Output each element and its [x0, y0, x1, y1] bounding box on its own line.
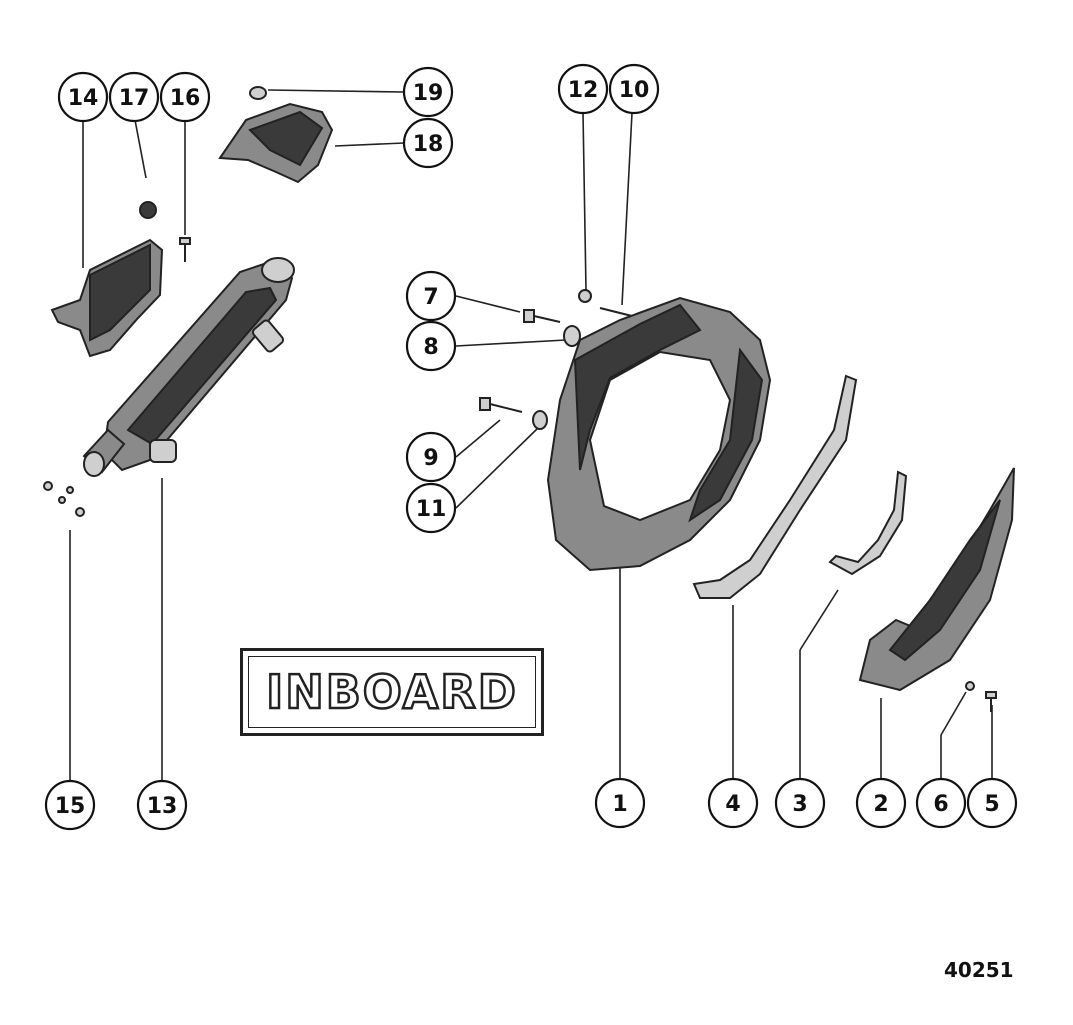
part-14-bracket — [50, 238, 164, 358]
callout-16: 16 — [159, 71, 211, 123]
part-16-screw — [179, 237, 191, 262]
svg-text:2: 2 — [873, 792, 888, 817]
inboard-label: INBOARD — [265, 664, 518, 721]
callout-1: 1 — [594, 777, 646, 829]
svg-text:18: 18 — [413, 132, 444, 157]
part-8-washer — [563, 325, 581, 347]
callout-19: 19 — [402, 66, 454, 118]
callout-8: 8 — [405, 320, 457, 372]
svg-text:5: 5 — [984, 792, 999, 817]
callout-6: 6 — [915, 777, 967, 829]
callout-7: 7 — [405, 270, 457, 322]
svg-text:16: 16 — [170, 86, 201, 111]
svg-text:7: 7 — [423, 285, 438, 310]
part-13-cylinder — [82, 257, 295, 477]
part-19-nut — [249, 86, 267, 100]
callout-14: 14 — [57, 71, 109, 123]
callout-5: 5 — [966, 777, 1018, 829]
svg-text:12: 12 — [568, 78, 599, 103]
svg-text:19: 19 — [413, 81, 444, 106]
svg-text:15: 15 — [55, 794, 86, 819]
part-10-bolt — [599, 307, 633, 317]
callout-4: 4 — [707, 777, 759, 829]
part-5-screw — [985, 691, 997, 712]
callout-3: 3 — [774, 777, 826, 829]
figure-id: 40251 — [944, 958, 1014, 982]
part-12-nut — [578, 289, 592, 303]
svg-text:9: 9 — [423, 446, 438, 471]
callout-18: 18 — [402, 117, 454, 169]
part-9-bolt — [479, 397, 523, 413]
svg-text:8: 8 — [423, 335, 438, 360]
part-17-nut — [139, 201, 157, 219]
callout-17: 17 — [108, 71, 160, 123]
callout-9: 9 — [405, 431, 457, 483]
svg-text:10: 10 — [619, 78, 650, 103]
part-6-nut — [965, 681, 975, 691]
inboard-label-box: INBOARD — [240, 648, 544, 736]
part-1-bell-housing — [546, 296, 772, 572]
callout-2: 2 — [855, 777, 907, 829]
inboard-label-frame: INBOARD — [248, 656, 536, 728]
svg-text:11: 11 — [416, 497, 447, 522]
callout-11: 11 — [405, 482, 457, 534]
svg-text:4: 4 — [725, 792, 740, 817]
svg-text:1: 1 — [612, 792, 627, 817]
svg-text:6: 6 — [933, 792, 948, 817]
part-15-fittings — [43, 481, 85, 517]
svg-text:14: 14 — [68, 86, 99, 111]
callout-15: 15 — [44, 779, 96, 831]
part-4-gasket — [692, 374, 858, 599]
part-3-seal — [828, 470, 908, 576]
part-7-bolt — [523, 309, 561, 323]
callout-10: 10 — [608, 63, 660, 115]
callout-12: 12 — [557, 63, 609, 115]
svg-text:13: 13 — [147, 794, 178, 819]
callout-13: 13 — [136, 779, 188, 831]
part-18-clamp — [218, 102, 334, 184]
part-11-washer — [532, 410, 548, 430]
part-2-cover — [858, 467, 1015, 692]
leader-lines — [69, 89, 993, 780]
svg-text:17: 17 — [119, 86, 150, 111]
svg-text:3: 3 — [792, 792, 807, 817]
